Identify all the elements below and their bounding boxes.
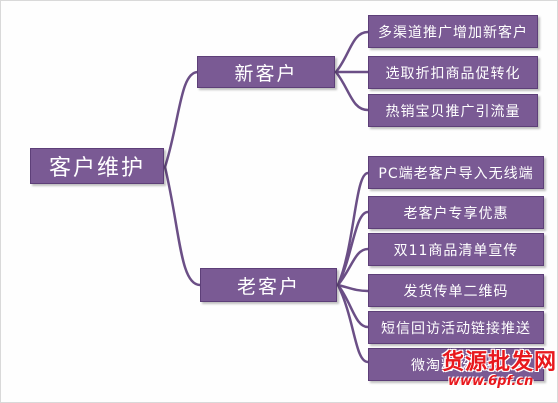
link-old-leaf3 xyxy=(336,247,370,287)
link-root-old xyxy=(163,165,202,287)
leaf-old-4: 发货传单二维码 xyxy=(368,274,544,307)
link-new-leaf3 xyxy=(334,70,370,112)
link-new-leaf1 xyxy=(334,30,370,74)
link-old-leaf6 xyxy=(336,283,370,364)
link-root-new xyxy=(163,70,200,169)
branch-new-customer: 新客户 xyxy=(197,56,335,88)
watermark-logo: 货源批发网 xyxy=(442,349,558,375)
link-old-leaf1 xyxy=(336,171,370,287)
leaf-new-2: 选取折扣商品促转化 xyxy=(368,56,538,89)
leaf-old-1: PC端老客户导入无线端 xyxy=(368,156,544,189)
link-old-leaf4 xyxy=(336,283,370,293)
watermark-url: www.6pf.cn xyxy=(448,374,534,389)
leaf-old-2: 老客户专享优惠 xyxy=(368,196,544,229)
leaf-old-3: 双11商品清单宣传 xyxy=(368,233,544,266)
branch-old-customer: 老客户 xyxy=(200,268,337,302)
leaf-old-5: 短信回访活动链接推送 xyxy=(368,311,544,344)
leaf-new-3: 热销宝贝推广引流量 xyxy=(368,94,538,127)
leaf-new-1: 多渠道推广增加新客户 xyxy=(368,15,538,48)
link-old-leaf2 xyxy=(336,210,370,287)
root-node: 客户维护 xyxy=(30,148,164,184)
leaf-old-6: 微淘粉丝维护 xyxy=(368,348,544,381)
